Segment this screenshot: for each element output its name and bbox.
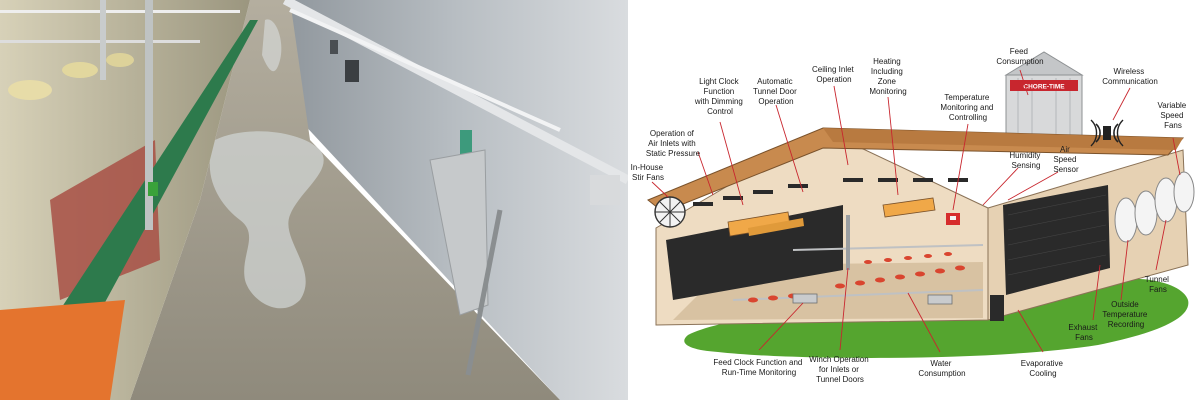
feed-motor (792, 293, 818, 304)
stir-fan-icon (654, 196, 686, 228)
label-feed-consumption: Feed Consumption (996, 47, 1043, 66)
green-clip (148, 182, 158, 196)
label-air-inlets-static: Operation of Air Inlets with Static Pres… (646, 129, 701, 158)
water-puddle-far (262, 19, 282, 72)
label-tunnel-fans: Tunnel Fans (1145, 275, 1171, 294)
red-wire-mesh (50, 140, 160, 300)
tunnel-fan-icon (1114, 171, 1195, 243)
chicken (106, 53, 134, 67)
poultry-aisle-photo (0, 0, 628, 400)
evaporative-pump-box (990, 295, 1004, 321)
label-in-house-stir-fans: In-House Stir Fans (631, 163, 666, 182)
heater-unit (727, 211, 804, 237)
chicken (8, 80, 52, 100)
silo-badge (1010, 80, 1078, 91)
feed-line (792, 244, 984, 251)
control-box (429, 149, 489, 316)
wall-sensor (345, 60, 359, 82)
cage-post (145, 0, 153, 230)
water-puddle (209, 131, 324, 309)
label-exhaust-fans: Exhaust Fans (1068, 323, 1099, 342)
label-humidity-sensing: Humidity Sensing (1009, 151, 1042, 170)
pipe-upper (289, 8, 561, 132)
evaporative-cooling-pad (1003, 185, 1110, 295)
label-wireless-communication: Wireless Communication (1102, 67, 1158, 86)
label-water-consumption: Water Consumption (918, 359, 965, 378)
label-feed-clock: Feed Clock Function and Run-Time Monitor… (713, 358, 804, 377)
label-heating-zone: Heating Including Zone Monitoring (869, 57, 906, 96)
green-feed-trough (60, 20, 258, 330)
label-evaporative-cooling: Evaporative Cooling (1021, 359, 1065, 378)
house-automation-diagram: CHORE-TIME (631, 47, 1195, 384)
label-light-clock: Light Clock Function with Dimming Contro… (694, 77, 745, 116)
label-variable-speed-fans: Variable Speed Fans (1158, 101, 1189, 130)
winch-post (846, 215, 850, 270)
wall-sensor (330, 40, 338, 54)
chicken (62, 62, 98, 78)
cage-post (100, 0, 106, 80)
label-ceiling-inlet: Ceiling Inlet Operation (812, 65, 856, 84)
label-tunnel-door: Automatic Tunnel Door Operation (753, 77, 799, 106)
wireless-icon (1090, 119, 1124, 147)
support-pole (465, 209, 503, 376)
label-winch-operation: Winch Operation for Inlets or Tunnel Doo… (809, 355, 871, 384)
tunnel-door-panel (666, 205, 843, 300)
orange-egg-belt (0, 300, 125, 400)
pad-texture (1007, 194, 1107, 276)
cage-rail (0, 10, 240, 13)
concrete-floor (130, 0, 560, 400)
label-air-speed-sensor: Air Speed Sensor (1053, 145, 1079, 174)
control-display (950, 216, 956, 220)
label-outside-temperature: Outside Temperature Recording (1102, 300, 1149, 329)
silo-brand-text: CHORE-TIME (1023, 84, 1065, 91)
feeder-pans (748, 252, 965, 303)
feed-motor (927, 294, 953, 305)
label-temperature-monitoring: Temperature Monitoring and Controlling (940, 93, 995, 122)
heater-unit (882, 197, 936, 218)
pipe-fitting (590, 175, 620, 205)
water-pipe (282, 0, 628, 184)
leader-lines (651, 69, 1181, 353)
